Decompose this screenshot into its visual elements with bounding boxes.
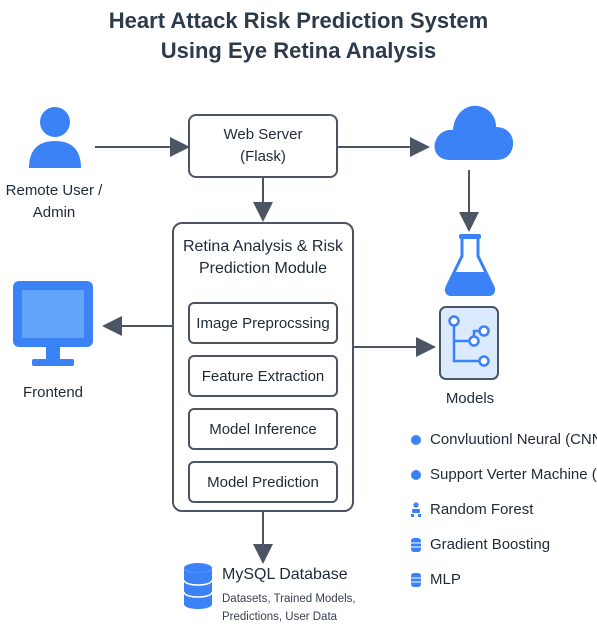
monitor-icon: [13, 281, 93, 366]
circle-icon: [411, 434, 421, 445]
model-item-mlp: MLP: [410, 571, 461, 588]
step-feature-extraction: Feature Extraction: [188, 355, 338, 397]
database-subtitle: Datasets, Trained Models, Predictions, U…: [222, 593, 356, 623]
web-server-box: Web Server (Flask): [188, 114, 338, 178]
user-icon: [29, 107, 81, 168]
database-title: MySQL Database: [222, 566, 348, 583]
flask-icon: [444, 234, 496, 296]
circle-icon: [411, 469, 421, 480]
title-line-2: Using Eye Retina Analysis: [160, 38, 437, 63]
model-item-svm: Support Verter Machine (S: [410, 466, 597, 483]
web-server-sublabel: (Flask): [240, 148, 286, 165]
cylinder-icon: [411, 537, 421, 552]
cylinder-icon: [411, 572, 421, 587]
database-text: MySQL Database Datasets, Trained Models,…: [222, 566, 356, 626]
step-model-prediction: Model Prediction: [188, 461, 338, 503]
model-item-cnn: Convluutionl Neural (CNN: [410, 431, 597, 448]
module-title: Retina Analysis & Risk Prediction Module: [182, 238, 344, 277]
step-model-inference: Model Inference: [188, 408, 338, 450]
circuit-icon: [439, 306, 499, 380]
web-server-label: Web Server: [223, 126, 303, 143]
step-image-preprocessing: Image Preprocssing: [188, 302, 338, 344]
cloud-icon: [434, 105, 514, 160]
model-item-random-forest: Random Forest: [410, 501, 533, 518]
title-line-1: Heart Attack Risk Prediction System: [108, 8, 489, 33]
frontend-label: Frontend: [22, 384, 84, 401]
user-label: Remote User / Admin: [5, 182, 103, 221]
models-label: Models: [445, 390, 495, 407]
diagram-title: Heart Attack Risk Prediction System Usin…: [0, 6, 597, 66]
tree-icon: [411, 501, 421, 517]
database-icon: [183, 563, 213, 609]
model-item-gradient-boosting: Gradient Boosting: [410, 536, 550, 553]
retina-analysis-module: Retina Analysis & Risk Prediction Module…: [172, 222, 354, 512]
